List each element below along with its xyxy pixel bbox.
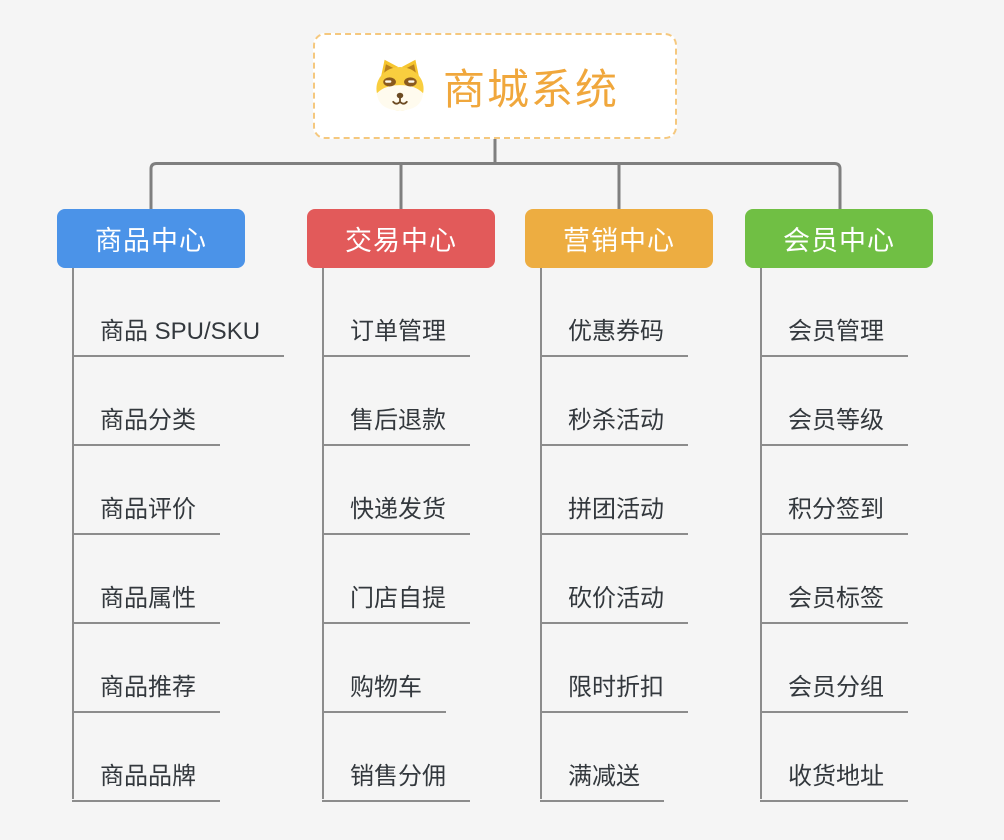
trunk-line (322, 268, 324, 799)
list-item: 售后退款 (307, 357, 557, 446)
topic-node[interactable]: 会员管理 (760, 311, 908, 357)
topic-node[interactable]: 积分签到 (760, 489, 908, 535)
topic-node[interactable]: 商品评价 (72, 489, 220, 535)
list-item: 秒杀活动 (525, 357, 775, 446)
branch-node-trade[interactable]: 交易中心 (307, 209, 495, 268)
branch-items: 优惠券码 秒杀活动 拼团活动 砍价活动 限时折扣 满减送 (525, 268, 775, 802)
topic-node[interactable]: 购物车 (322, 667, 446, 713)
list-item: 订单管理 (307, 268, 557, 357)
branch-node-members[interactable]: 会员中心 (745, 209, 933, 268)
topic-node[interactable]: 会员等级 (760, 400, 908, 446)
trunk-line (72, 268, 74, 799)
trunk-line (540, 268, 542, 799)
list-item: 积分签到 (745, 446, 995, 535)
list-item: 商品评价 (57, 446, 307, 535)
list-item: 商品 SPU/SKU (57, 268, 307, 357)
topic-node[interactable]: 商品推荐 (72, 667, 220, 713)
topic-node[interactable]: 订单管理 (322, 311, 470, 357)
branch-node-marketing[interactable]: 营销中心 (525, 209, 713, 268)
topic-node[interactable]: 门店自提 (322, 578, 470, 624)
list-item: 限时折扣 (525, 624, 775, 713)
topic-node[interactable]: 优惠券码 (540, 311, 688, 357)
branch-column-trade: 交易中心 订单管理 售后退款 快递发货 门店自提 购物车 销售分佣 (307, 209, 557, 802)
branch-items: 订单管理 售后退款 快递发货 门店自提 购物车 销售分佣 (307, 268, 557, 802)
topic-node[interactable]: 售后退款 (322, 400, 470, 446)
list-item: 商品推荐 (57, 624, 307, 713)
trunk-line (760, 268, 762, 799)
topic-node[interactable]: 砍价活动 (540, 578, 688, 624)
topic-node[interactable]: 秒杀活动 (540, 400, 688, 446)
topic-node[interactable]: 商品属性 (72, 578, 220, 624)
list-item: 满减送 (525, 713, 775, 802)
topic-node[interactable]: 拼团活动 (540, 489, 688, 535)
list-item: 购物车 (307, 624, 557, 713)
list-item: 会员分组 (745, 624, 995, 713)
branch-node-products[interactable]: 商品中心 (57, 209, 245, 268)
topic-node[interactable]: 商品品牌 (72, 756, 220, 802)
list-item: 收货地址 (745, 713, 995, 802)
topic-node[interactable]: 满减送 (540, 756, 664, 802)
list-item: 优惠券码 (525, 268, 775, 357)
list-item: 会员等级 (745, 357, 995, 446)
topic-node[interactable]: 会员分组 (760, 667, 908, 713)
root-node[interactable]: 商城系统 (313, 33, 677, 139)
dog-face-icon (376, 59, 424, 111)
list-item: 快递发货 (307, 446, 557, 535)
topic-node[interactable]: 快递发货 (322, 489, 470, 535)
list-item: 门店自提 (307, 535, 557, 624)
branch-column-members: 会员中心 会员管理 会员等级 积分签到 会员标签 会员分组 收货地址 (745, 209, 995, 802)
branch-column-products: 商品中心 商品 SPU/SKU 商品分类 商品评价 商品属性 商品推荐 (57, 209, 307, 802)
list-item: 会员管理 (745, 268, 995, 357)
list-item: 拼团活动 (525, 446, 775, 535)
topic-node[interactable]: 商品 SPU/SKU (72, 311, 285, 357)
branch-column-marketing: 营销中心 优惠券码 秒杀活动 拼团活动 砍价活动 限时折扣 满减送 (525, 209, 775, 802)
topic-node[interactable]: 收货地址 (760, 756, 908, 802)
list-item: 砍价活动 (525, 535, 775, 624)
topic-node[interactable]: 商品分类 (72, 400, 220, 446)
topic-node[interactable]: 会员标签 (760, 578, 908, 624)
list-item: 商品品牌 (57, 713, 307, 802)
branch-items: 商品 SPU/SKU 商品分类 商品评价 商品属性 商品推荐 商品品牌 (57, 268, 307, 802)
page-title: 商城系统 (442, 65, 619, 113)
branch-items: 会员管理 会员等级 积分签到 会员标签 会员分组 收货地址 (745, 268, 995, 802)
topic-node[interactable]: 限时折扣 (540, 667, 688, 713)
list-item: 商品属性 (57, 535, 307, 624)
list-item: 商品分类 (57, 357, 307, 446)
topic-node[interactable]: 销售分佣 (322, 756, 470, 802)
list-item: 销售分佣 (307, 713, 557, 802)
list-item: 会员标签 (745, 535, 995, 624)
